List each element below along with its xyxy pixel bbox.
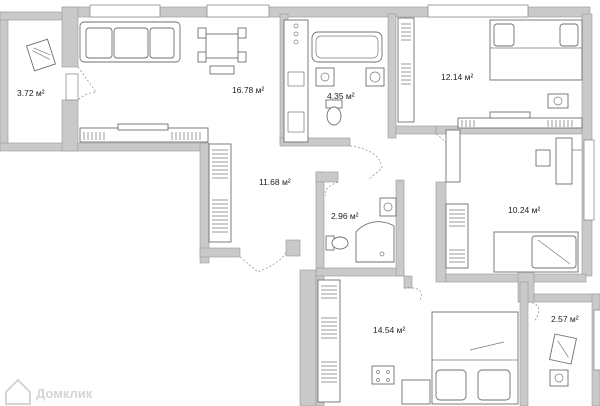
area-label-kitchen-living: 16.78 м² (232, 85, 264, 95)
sofa-icon (79, 21, 181, 63)
dresser-bottom-icon (371, 365, 431, 405)
dining-table-icon (197, 27, 247, 75)
wardrobe-bottom-icon (317, 279, 341, 403)
tv-console-icon (79, 123, 209, 143)
area-label-balcony-left: 3.72 м² (17, 88, 45, 98)
area-label-balcony-right: 2.57 м² (551, 314, 579, 324)
toilet-icon (325, 99, 343, 126)
balcony-right-chair-icon (549, 333, 577, 387)
wardrobe-mid-icon (445, 129, 469, 269)
bed-mid-icon (493, 231, 579, 273)
area-label-bedroom-top: 12.14 м² (441, 72, 473, 82)
hallway-wardrobe-icon (208, 143, 232, 243)
room-labels: 3.72 м² 16.78 м² 4.35 м² 12.14 м² 11.68 … (17, 72, 579, 335)
bathroom-sink-icon (315, 67, 335, 87)
desk-shelf-top-icon (457, 111, 583, 129)
area-label-bathroom-main: 4.35 м² (327, 91, 355, 101)
area-label-hallway: 11.68 м² (259, 177, 291, 187)
walls (0, 6, 600, 406)
nightstand-icon (547, 93, 569, 109)
small-sink-icon (379, 197, 397, 217)
area-label-bathroom-small: 2.96 м² (331, 211, 359, 221)
bed-bottom-icon (431, 311, 519, 405)
shower-icon (355, 221, 395, 263)
windows (65, 4, 600, 371)
area-label-bedroom-bottom: 14.54 м² (373, 325, 405, 335)
bathtub-icon (311, 31, 383, 63)
watermark: Домклик (5, 378, 93, 405)
area-label-bedroom-mid: 10.24 м² (508, 205, 540, 215)
watermark-text: Домклик (36, 386, 93, 401)
small-toilet-icon (325, 235, 349, 251)
desk-right-icon (535, 137, 582, 185)
wardrobe-top-icon (397, 17, 415, 123)
balcony-chair-icon (25, 38, 57, 72)
kitchen-counter-icon (283, 19, 309, 143)
washing-machine-icon (365, 67, 385, 87)
bed-top-icon (489, 19, 583, 81)
